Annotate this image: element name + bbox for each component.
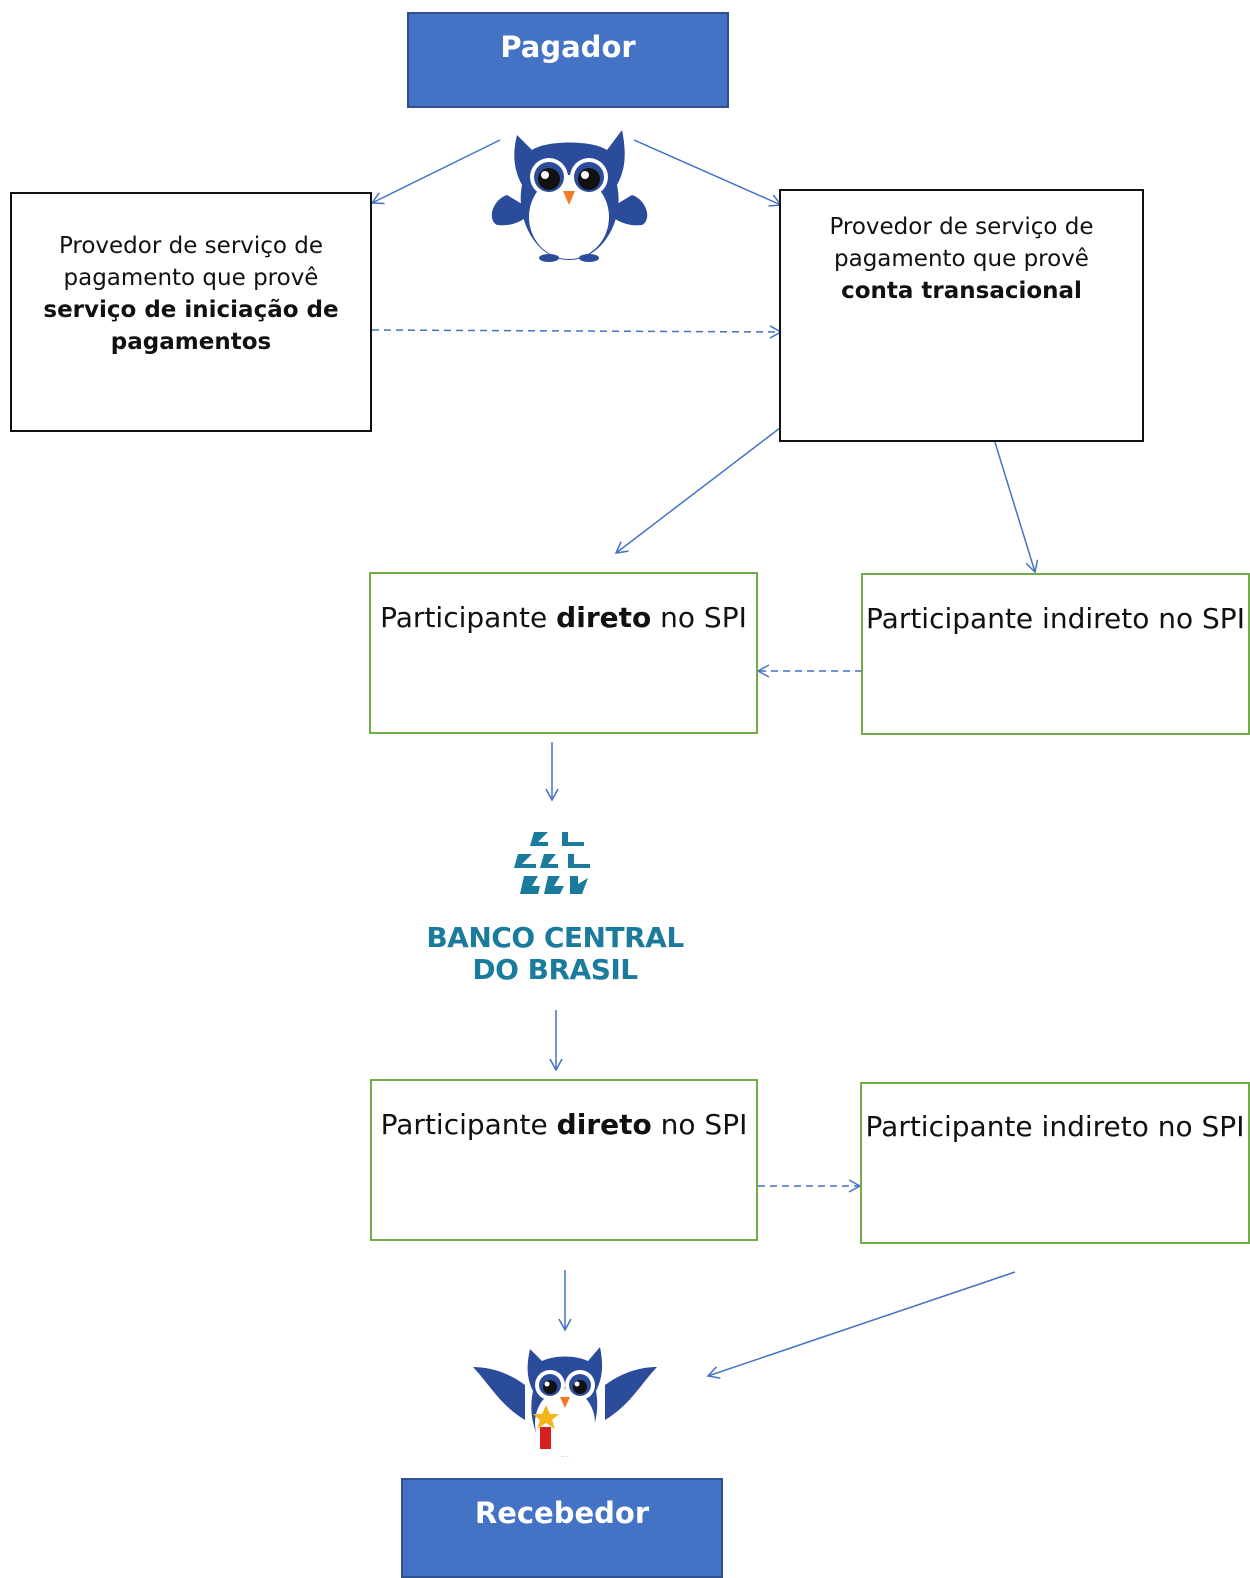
owl-receiver-icon — [473, 1347, 657, 1457]
bcb-logo-line1: BANCO CENTRAL — [426, 921, 684, 954]
direct-participant-bottom-post: no SPI — [660, 1108, 748, 1141]
indirect-participant-top-text: Participante indireto no SPI — [866, 602, 1245, 635]
payer-box: Pagador — [407, 12, 729, 108]
bcb-logo-icon — [514, 832, 590, 894]
receiver-label: Recebedor — [474, 1496, 650, 1530]
arrow-owl-to-conta — [633, 139, 783, 207]
initiation-provider-bold: serviço de iniciação de pagamentos — [43, 297, 339, 355]
account-provider-box: Provedor de serviço de pagamento que pro… — [779, 189, 1144, 442]
arrow-owl-to-iniciacao — [370, 139, 501, 205]
arrow-indireto-to-receiver — [706, 1271, 1016, 1379]
direct-participant-top-bold: direto — [556, 601, 652, 634]
account-provider-bold: conta transacional — [841, 278, 1082, 304]
direct-participant-bottom-box: Participante direto no SPI — [370, 1079, 758, 1241]
indirect-participant-top-box: Participante indireto no SPI — [861, 573, 1250, 735]
direct-participant-top-box: Participante direto no SPI — [369, 572, 758, 734]
arrow-conta-to-indireto — [989, 425, 1039, 574]
bcb-logo-text: BANCO CENTRAL DO BRASIL — [405, 922, 705, 986]
account-provider-text: Provedor de serviço de pagamento que pro… — [829, 214, 1094, 272]
payer-label: Pagador — [500, 30, 636, 64]
direct-participant-top-pre: Participante — [380, 601, 548, 634]
indirect-participant-bottom-box: Participante indireto no SPI — [860, 1082, 1250, 1244]
initiation-provider-box: Provedor de serviço de pagamento que pro… — [10, 192, 372, 432]
direct-participant-bottom-bold: direto — [556, 1108, 652, 1141]
owl-payer-icon — [491, 130, 648, 262]
arrow-conta-to-direto — [614, 427, 781, 554]
bcb-logo-line2: DO BRASIL — [472, 953, 638, 986]
direct-participant-bottom-pre: Participante — [380, 1108, 548, 1141]
arrow-iniciacao-to-conta — [371, 325, 783, 339]
initiation-provider-text: Provedor de serviço de pagamento que pro… — [58, 233, 324, 291]
direct-participant-top-post: no SPI — [660, 601, 747, 634]
indirect-participant-bottom-text: Participante indireto no SPI — [865, 1110, 1245, 1143]
receiver-box: Recebedor — [401, 1478, 723, 1578]
